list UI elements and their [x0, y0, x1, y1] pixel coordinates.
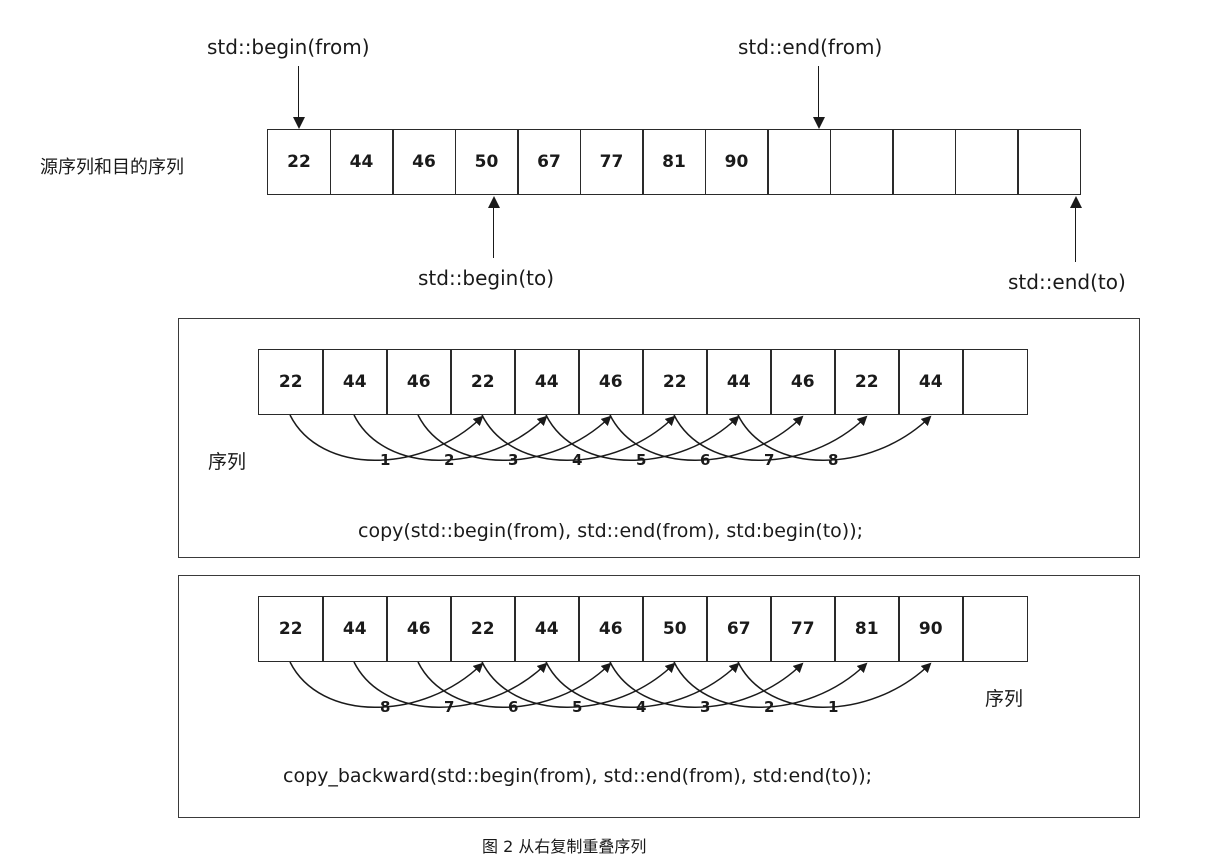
copy-backward-arc-2 [353, 661, 548, 708]
copy-backward-arc-7 [673, 661, 868, 708]
copy-backward-cell-11: 90 [898, 596, 964, 662]
copy-backward-step-number-7: 2 [764, 698, 774, 716]
copy-arc-3 [417, 414, 612, 461]
copy-backward-arc-6 [609, 661, 804, 708]
copy-arc-6 [609, 414, 804, 461]
copy-step-number-1: 1 [380, 451, 390, 469]
copy-backward-cell-9: 77 [770, 596, 836, 662]
copy-backward-arc-1 [289, 661, 484, 708]
copy-backward-cell-10: 81 [834, 596, 900, 662]
source-dest-cell-6: 77 [579, 129, 644, 195]
source-dest-cell-10 [829, 129, 894, 195]
copy-step-number-2: 2 [444, 451, 454, 469]
copy-cell-2: 44 [322, 349, 388, 415]
copy-backward-panel [178, 575, 1140, 818]
copy-step-number-8: 8 [828, 451, 838, 469]
figure-caption: 图 2 从右复制重叠序列 [482, 837, 647, 856]
pointer-begin-to-arrow [488, 196, 500, 208]
copy-backward-arc-4 [481, 661, 676, 708]
copy-cell-10: 22 [834, 349, 900, 415]
copy-cell-1: 22 [258, 349, 324, 415]
copy-backward-cell-1: 22 [258, 596, 324, 662]
copy-backward-arc-8 [737, 661, 932, 708]
pointer-begin-to-line [493, 206, 494, 258]
pointer-begin-from-label: std::begin(from) [207, 35, 370, 59]
copy-arc-7 [673, 414, 868, 461]
copy-arc-5 [545, 414, 740, 461]
copy-cell-4: 22 [450, 349, 516, 415]
copy-backward-cell-12 [962, 596, 1028, 662]
source-dest-cell-9 [767, 129, 831, 195]
copy-backward-sequence-label: 序列 [985, 688, 1024, 710]
copy-backward-cell-4: 22 [450, 596, 516, 662]
copy-backward-cell-8: 67 [706, 596, 772, 662]
copy-backward-code: copy_backward(std::begin(from), std::end… [283, 765, 873, 787]
copy-cell-9: 46 [770, 349, 836, 415]
copy-backward-step-number-4: 5 [572, 698, 582, 716]
copy-cell-3: 46 [386, 349, 452, 415]
source-dest-cell-3: 46 [392, 129, 456, 195]
copy-arc-8 [737, 414, 932, 461]
source-dest-cell-4: 50 [454, 129, 519, 195]
copy-step-number-6: 6 [700, 451, 710, 469]
copy-backward-step-number-1: 8 [380, 698, 390, 716]
source-dest-cell-1: 22 [267, 129, 331, 195]
source-dest-cell-12 [954, 129, 1019, 195]
pointer-end-from-arrow [813, 117, 825, 129]
copy-backward-step-number-3: 6 [508, 698, 518, 716]
copy-step-number-4: 4 [572, 451, 582, 469]
pointer-end-to-arrow [1070, 196, 1082, 208]
copy-cell-8: 44 [706, 349, 772, 415]
copy-backward-cell-2: 44 [322, 596, 388, 662]
copy-step-number-7: 7 [764, 451, 774, 469]
copy-arc-4 [481, 414, 676, 461]
pointer-begin-to-label: std::begin(to) [418, 266, 555, 290]
copy-panel [178, 318, 1140, 558]
copy-backward-arc-3 [417, 661, 612, 708]
source-dest-cell-5: 67 [517, 129, 581, 195]
copy-cell-12 [962, 349, 1028, 415]
pointer-end-to-line [1075, 206, 1076, 262]
copy-backward-cell-7: 50 [642, 596, 708, 662]
copy-cell-5: 44 [514, 349, 580, 415]
source-dest-cell-13 [1017, 129, 1081, 195]
copy-backward-step-number-6: 3 [700, 698, 710, 716]
copy-backward-step-number-5: 4 [636, 698, 646, 716]
copy-arc-2 [353, 414, 548, 461]
copy-backward-cell-3: 46 [386, 596, 452, 662]
copy-code: copy(std::begin(from), std::end(from), s… [358, 520, 864, 542]
source-dest-cell-11 [892, 129, 956, 195]
source-dest-cell-2: 44 [329, 129, 394, 195]
copy-sequence-label: 序列 [208, 451, 247, 473]
pointer-end-from-label: std::end(from) [738, 35, 883, 59]
pointer-end-to-label: std::end(to) [1008, 270, 1126, 294]
copy-cell-6: 46 [578, 349, 644, 415]
pointer-begin-from-arrow [293, 117, 305, 129]
copy-arc-1 [289, 414, 484, 461]
copy-backward-cell-6: 46 [578, 596, 644, 662]
copy-cell-7: 22 [642, 349, 708, 415]
pointer-begin-from-line [298, 66, 299, 118]
source-dest-cell-7: 81 [642, 129, 706, 195]
source-dest-cell-8: 90 [704, 129, 769, 195]
copy-backward-arc-5 [545, 661, 740, 708]
copy-step-number-3: 3 [508, 451, 518, 469]
source-dest-label: 源序列和目的序列 [40, 157, 184, 178]
pointer-end-from-line [818, 66, 819, 118]
copy-backward-step-number-8: 1 [828, 698, 838, 716]
copy-backward-step-number-2: 7 [444, 698, 454, 716]
copy-cell-11: 44 [898, 349, 964, 415]
copy-step-number-5: 5 [636, 451, 646, 469]
copy-backward-cell-5: 44 [514, 596, 580, 662]
